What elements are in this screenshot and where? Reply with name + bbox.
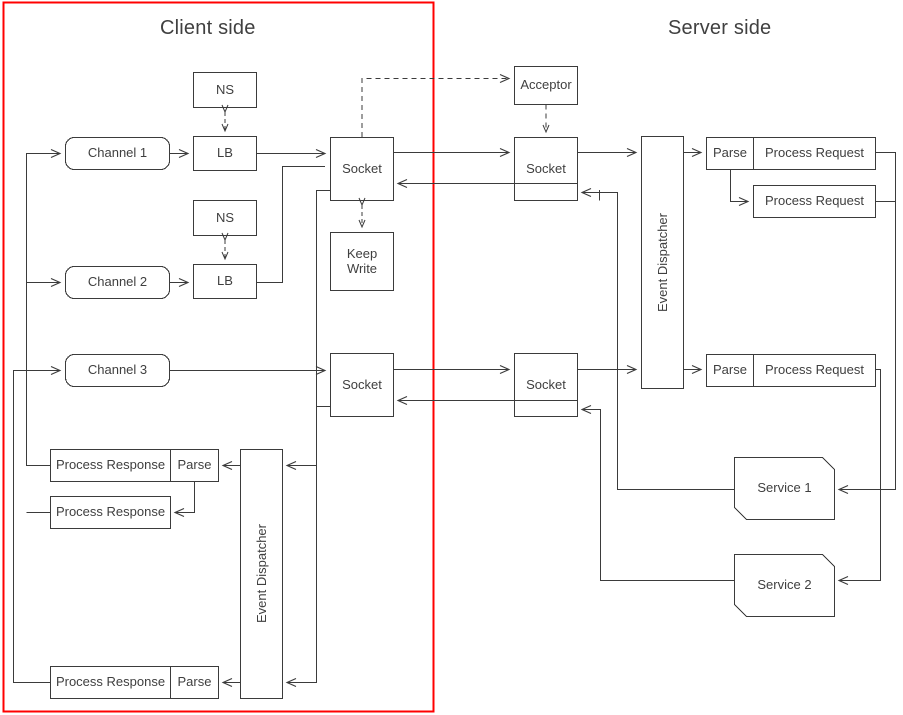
conn-service1-return-arrow bbox=[580, 187, 619, 490]
service-2-shape bbox=[733, 553, 836, 618]
client-process-response-3-box bbox=[49, 665, 172, 700]
conn-request3-service2 bbox=[837, 368, 882, 586]
conn-csocket2-dispatcher bbox=[285, 405, 331, 688]
conn-lb2-socket1 bbox=[256, 165, 325, 284]
client-socket-2-box bbox=[329, 352, 395, 418]
conn-csocket1-dispatcher bbox=[285, 189, 331, 471]
client-dispatcher-box bbox=[239, 448, 284, 700]
server-process-request-3-box bbox=[752, 353, 877, 388]
ns-1-box bbox=[192, 71, 258, 109]
server-socket-1-box bbox=[513, 136, 579, 202]
conn-request1-service1 bbox=[837, 151, 897, 495]
conn-response-to-channel-3 bbox=[12, 365, 62, 684]
client-process-response-1-box bbox=[49, 448, 172, 483]
conn-socket1-acceptor bbox=[361, 73, 511, 137]
client-process-response-2-box bbox=[49, 495, 172, 530]
channel-2-box bbox=[64, 265, 171, 300]
channel-1-box bbox=[64, 136, 171, 171]
conn-parse1-response2 bbox=[173, 481, 196, 518]
ns-2-box bbox=[192, 199, 258, 237]
acceptor-box bbox=[513, 65, 579, 106]
client-boundary bbox=[2, 1, 435, 713]
client-parse-3-box bbox=[169, 665, 220, 700]
server-dispatcher-box bbox=[640, 135, 685, 390]
channel-3-box bbox=[64, 353, 171, 388]
server-parse-3-box bbox=[705, 353, 755, 388]
keep-write-box bbox=[329, 231, 395, 292]
client-event-dispatcher-label[interactable]: Event Dispatcher bbox=[254, 524, 269, 624]
client-socket-1-box bbox=[329, 136, 395, 202]
server-event-dispatcher-label[interactable]: Event Dispatcher bbox=[655, 213, 670, 312]
server-process-request-1-box bbox=[752, 136, 877, 171]
service-1-shape bbox=[733, 456, 836, 521]
server-socket-2-box bbox=[513, 352, 579, 418]
server-process-request-2-box bbox=[752, 184, 877, 219]
conn-response-to-channel-1 bbox=[25, 148, 62, 467]
client-parse-1-box bbox=[169, 448, 220, 483]
lb-2-box bbox=[192, 263, 258, 300]
conn-service2-return bbox=[580, 404, 735, 582]
server-parse-1-box bbox=[705, 136, 755, 171]
conn-parse-req1-process2 bbox=[729, 169, 750, 207]
lb-1-box bbox=[192, 135, 258, 172]
client-side-title: Client side bbox=[160, 17, 256, 39]
server-side-title: Server side bbox=[668, 17, 772, 39]
